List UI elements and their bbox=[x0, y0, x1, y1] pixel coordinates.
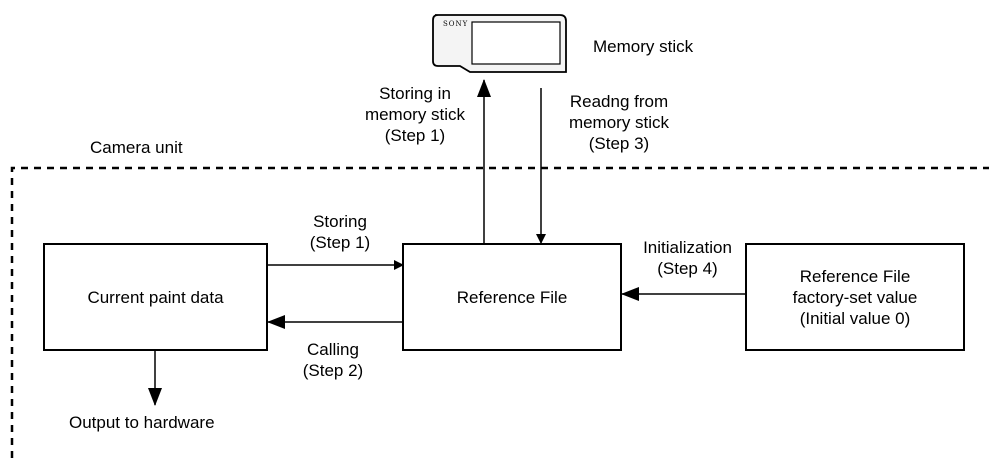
reading-from-stick-line1: Readng from bbox=[569, 92, 669, 111]
calling-line1: Calling bbox=[307, 340, 359, 359]
output-to-hardware-label: Output to hardware bbox=[69, 413, 215, 432]
storing-line1: Storing bbox=[313, 212, 367, 231]
factory-value-line2: factory-set value bbox=[792, 287, 918, 307]
storing-in-stick-line1: Storing in bbox=[379, 84, 451, 103]
reading-from-stick-line3: (Step 3) bbox=[588, 134, 650, 153]
storing-in-stick-line2: memory stick bbox=[364, 105, 466, 124]
current-paint-data-label: Current paint data bbox=[87, 287, 224, 307]
factory-value-box: Reference File factory-set value (Initia… bbox=[745, 243, 965, 351]
reference-file-label: Reference File bbox=[456, 287, 568, 307]
factory-value-line1: Reference File bbox=[799, 266, 911, 286]
storing-line2: (Step 1) bbox=[309, 233, 371, 252]
memory-stick-brand: SONY bbox=[443, 20, 469, 28]
camera-unit-label: Camera unit bbox=[90, 138, 183, 157]
reference-file-box: Reference File bbox=[402, 243, 622, 351]
reading-from-stick-label: Readng from memory stick (Step 3) bbox=[548, 91, 690, 154]
storing-in-stick-line3: (Step 1) bbox=[384, 126, 446, 145]
calling-line2: (Step 2) bbox=[302, 361, 364, 380]
reading-from-stick-line2: memory stick bbox=[568, 113, 670, 132]
initialization-line1: Initialization bbox=[643, 238, 732, 257]
storing-label: Storing (Step 1) bbox=[290, 211, 390, 253]
initialization-label: Initialization (Step 4) bbox=[620, 237, 755, 279]
factory-value-line3: (Initial value 0) bbox=[799, 308, 911, 328]
storing-in-stick-label: Storing in memory stick (Step 1) bbox=[355, 83, 475, 146]
camera-unit-boundary bbox=[10, 166, 989, 458]
memory-stick-icon bbox=[432, 14, 567, 73]
current-paint-data-box: Current paint data bbox=[43, 243, 268, 351]
initialization-line2: (Step 4) bbox=[657, 259, 718, 278]
calling-label: Calling (Step 2) bbox=[283, 339, 383, 381]
memory-stick-label: Memory stick bbox=[593, 37, 694, 56]
